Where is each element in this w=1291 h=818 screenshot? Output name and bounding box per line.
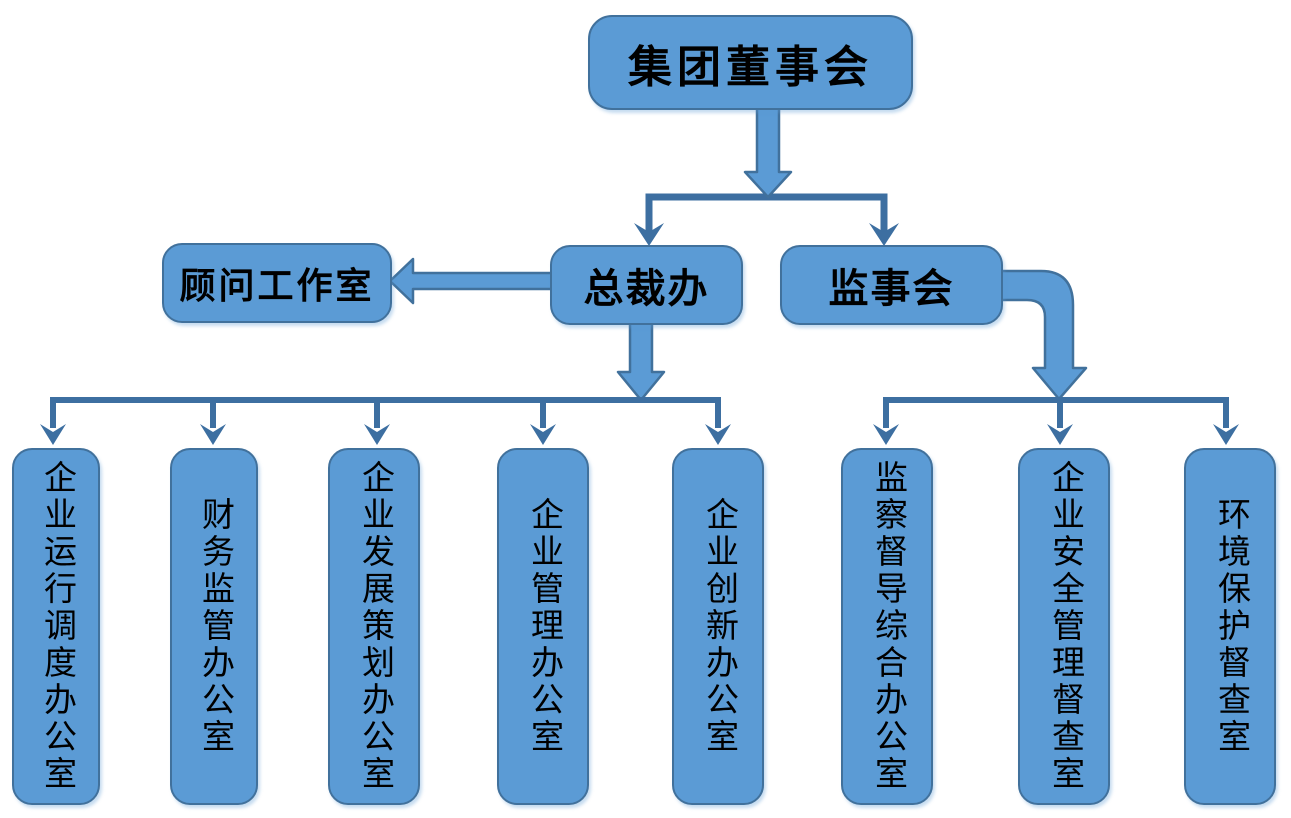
- president-down-block-arrow: [616, 321, 666, 402]
- node-supervisory-board-label: 监事会: [828, 266, 955, 311]
- node-safety-management-inspection-office-label: 企业安全管理督查室: [1046, 460, 1083, 793]
- arrowhead-dept7-icon: [1047, 424, 1073, 445]
- arrowhead-dept3-icon: [364, 424, 390, 445]
- node-enterprise-innovation-office: 企业创新办公室: [672, 448, 764, 805]
- root-to-level2-bracket: [645, 193, 888, 232]
- node-group-board-label: 集团董事会: [628, 42, 873, 92]
- arrowhead-into-president-office-icon: [634, 223, 664, 246]
- supervisory-elbow-block-arrow: [999, 269, 1088, 401]
- node-advisor-studio: 顾问工作室: [162, 243, 392, 323]
- node-president-office-label: 总裁办: [583, 266, 710, 311]
- node-supervisory-board: 监事会: [780, 245, 1003, 325]
- node-enterprise-management-office: 企业管理办公室: [497, 448, 589, 805]
- arrowhead-dept4-icon: [530, 424, 556, 445]
- arrowhead-dept2-icon: [200, 424, 226, 445]
- node-development-planning-office-label: 企业发展策划办公室: [356, 460, 393, 793]
- arrowhead-dept1-icon: [40, 424, 66, 445]
- arrowhead-dept6-icon: [873, 424, 899, 445]
- supervisory-departments-bracket: [883, 397, 1229, 428]
- node-operation-dispatch-office-label: 企业运行调度办公室: [38, 460, 75, 793]
- node-safety-management-inspection-office: 企业安全管理督查室: [1018, 448, 1110, 805]
- arrowhead-dept5-icon: [705, 424, 731, 445]
- node-environmental-protection-inspection-office: 环境保护督查室: [1184, 448, 1276, 805]
- node-development-planning-office: 企业发展策划办公室: [328, 448, 420, 805]
- arrowhead-into-supervisory-board-icon: [869, 223, 899, 246]
- node-financial-supervision-office-label: 财务监管办公室: [196, 497, 233, 756]
- node-supervision-guidance-office-label: 监察督导综合办公室: [869, 460, 906, 793]
- president-to-advisor-block-arrow: [388, 257, 554, 305]
- node-president-office: 总裁办: [550, 245, 743, 325]
- president-departments-bracket: [50, 397, 721, 428]
- arrowhead-dept8-icon: [1213, 424, 1239, 445]
- node-enterprise-innovation-office-label: 企业创新办公室: [700, 497, 737, 756]
- root-down-block-arrow: [743, 106, 793, 199]
- node-environmental-protection-inspection-office-label: 环境保护督查室: [1212, 497, 1249, 756]
- node-group-board: 集团董事会: [588, 15, 913, 110]
- node-advisor-studio-label: 顾问工作室: [179, 266, 375, 306]
- node-operation-dispatch-office: 企业运行调度办公室: [12, 448, 100, 805]
- node-enterprise-management-office-label: 企业管理办公室: [525, 497, 562, 756]
- node-financial-supervision-office: 财务监管办公室: [170, 448, 258, 805]
- node-supervision-guidance-office: 监察督导综合办公室: [841, 448, 933, 805]
